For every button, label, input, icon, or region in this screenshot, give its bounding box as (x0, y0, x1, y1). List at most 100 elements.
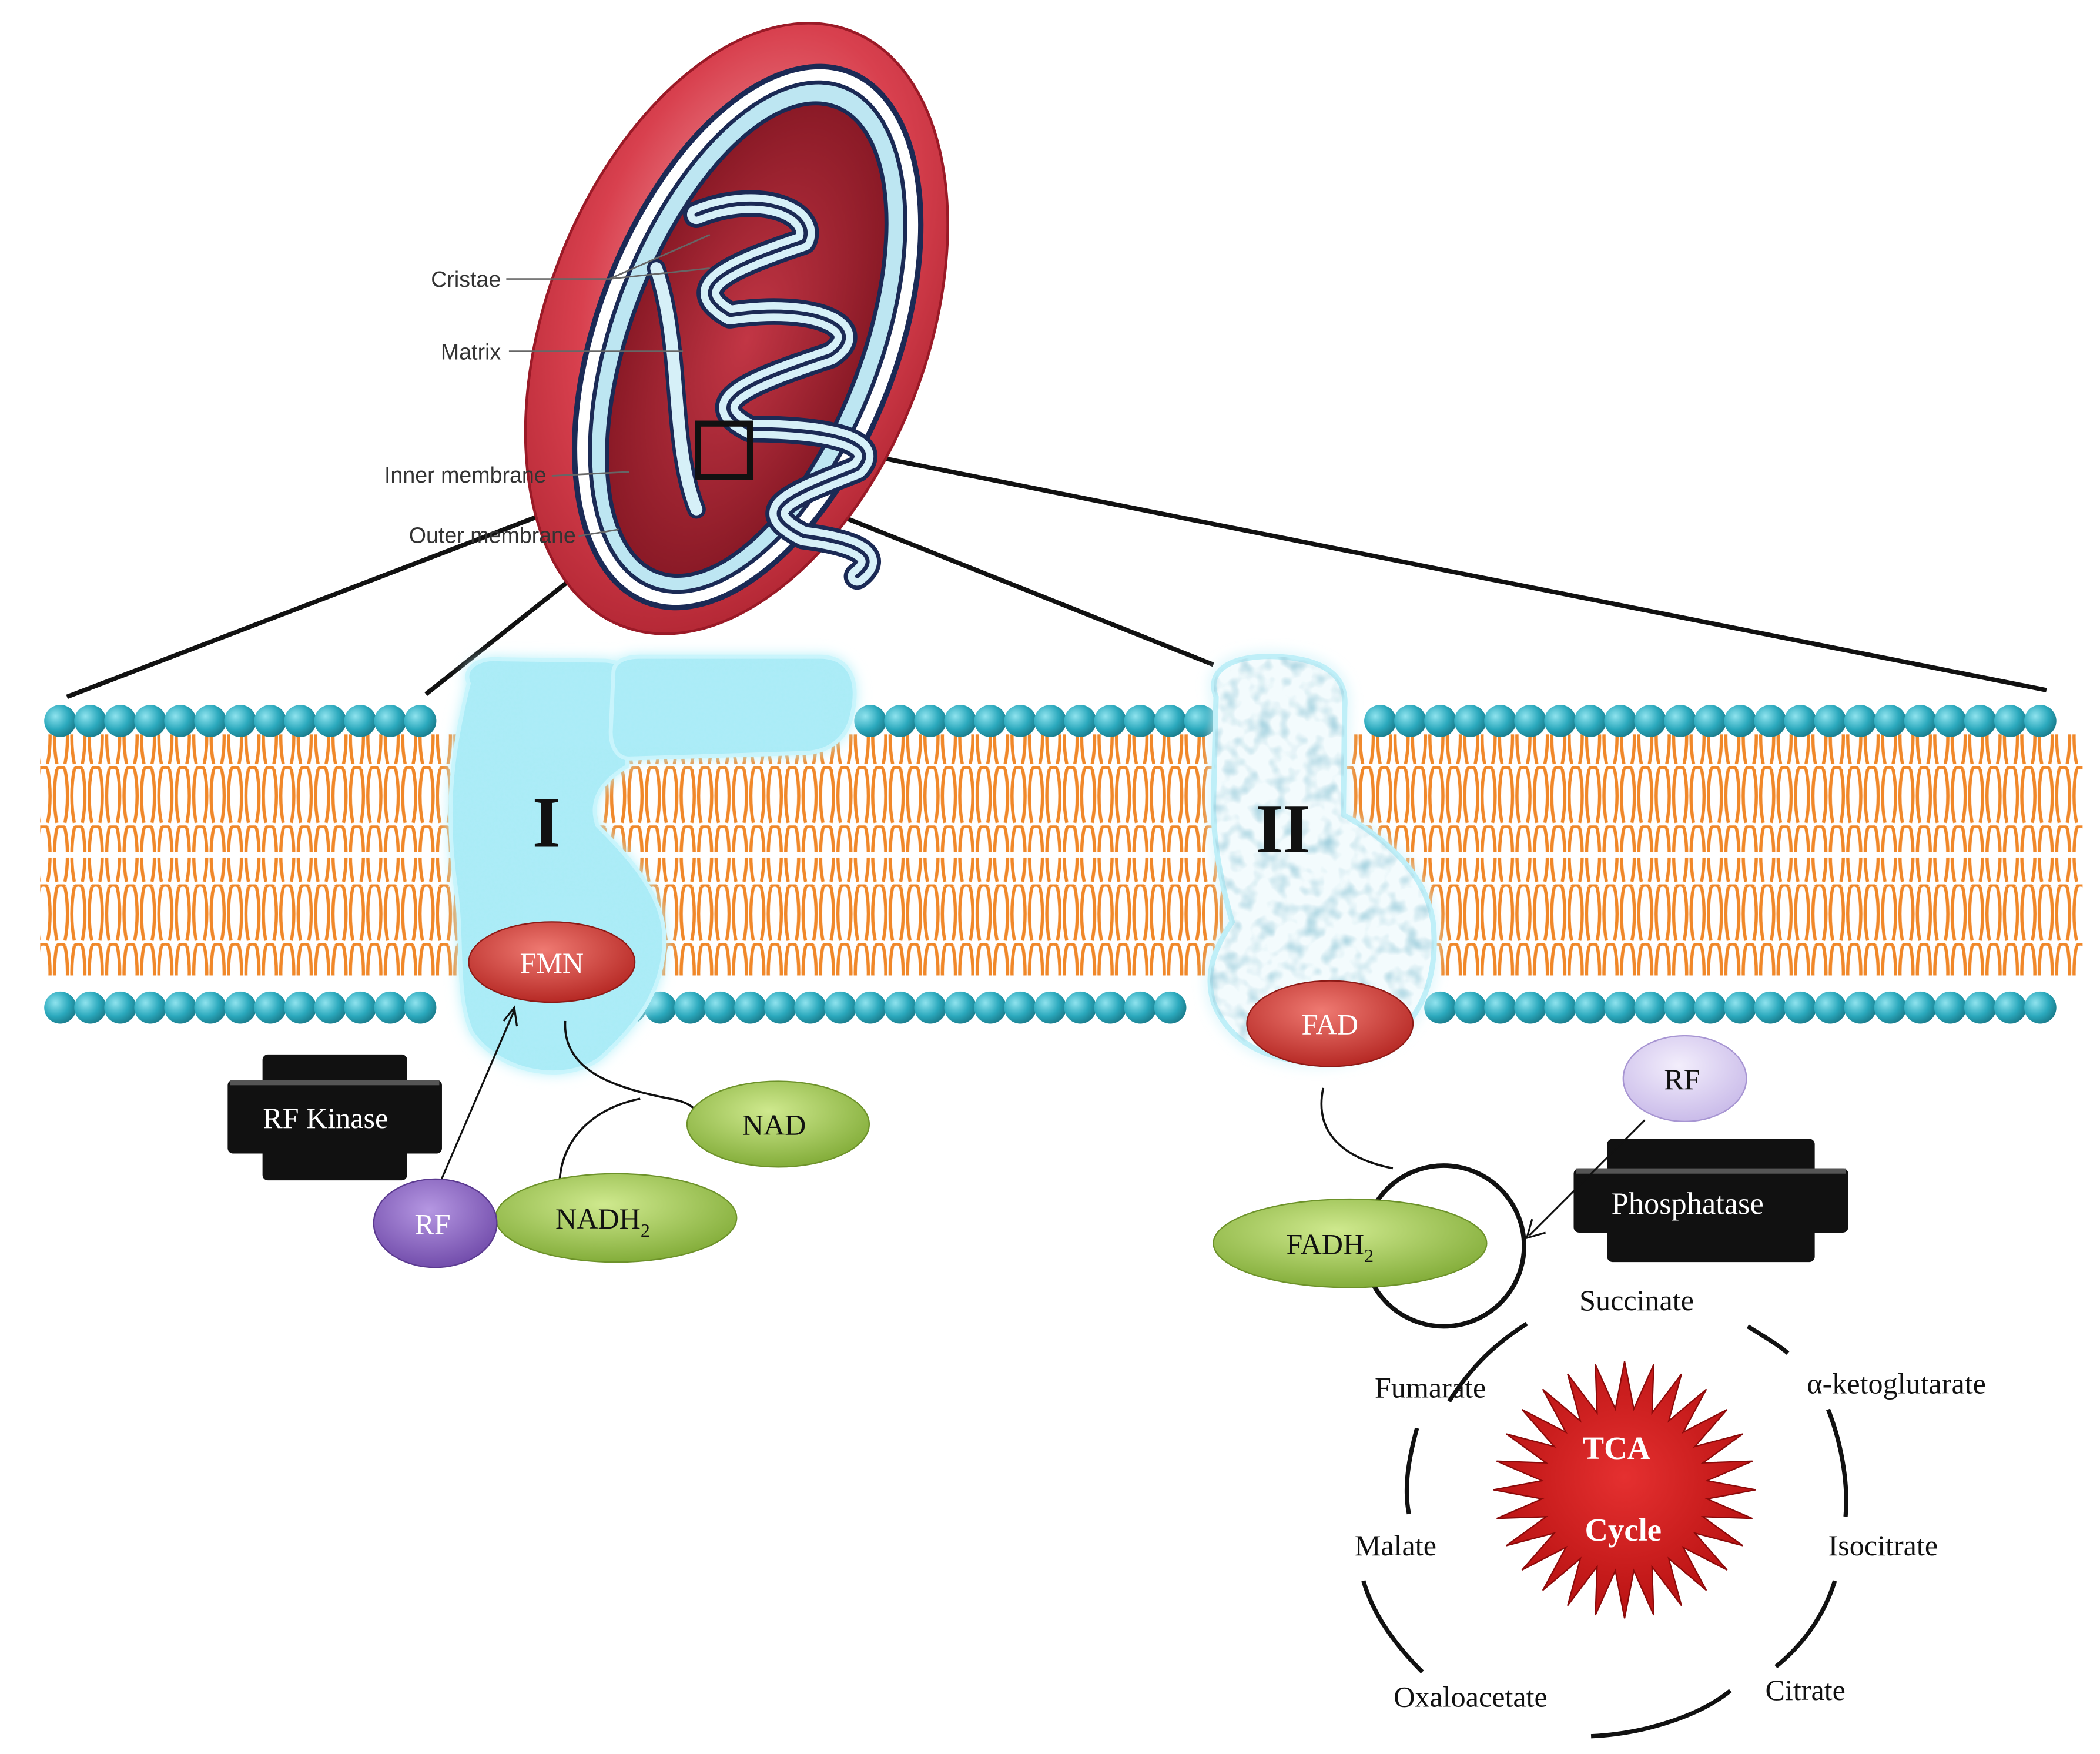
lipid-head (314, 705, 347, 737)
lipid-head (1994, 991, 2027, 1024)
lipid-head (944, 705, 977, 737)
lipid-head (1694, 705, 1727, 737)
right-pathway: Phosphatase RF FADH2 (1213, 1035, 1848, 1329)
lipid-head (1124, 705, 1157, 737)
fad-label: FAD (1301, 1008, 1358, 1041)
lipid-head (1694, 991, 1727, 1024)
lipid-head (2024, 991, 2057, 1024)
complex-2-numeral: II (1256, 790, 1310, 868)
lipid-head (344, 705, 377, 737)
metabolite-citrate: Citrate (1765, 1673, 1845, 1706)
lipid-head (1784, 705, 1817, 737)
lipid-head (134, 705, 167, 737)
lipid-head (194, 705, 227, 737)
lipid-tails-top (40, 734, 2083, 852)
lipid-head (284, 705, 317, 737)
lipid-head (644, 991, 676, 1024)
lipid-head (1544, 705, 1577, 737)
metabolite-succinate: Succinate (1579, 1284, 1694, 1317)
lipid-head (704, 991, 736, 1024)
lipid-head (1994, 705, 2027, 737)
metabolite-ketoglutarate: α-ketoglutarate (1807, 1367, 1986, 1400)
lipid-head (1544, 991, 1577, 1024)
lipid-head (1094, 705, 1127, 737)
lipid-head (944, 991, 977, 1024)
tca-ring (1361, 1321, 1848, 1739)
lipid-head (1724, 991, 1757, 1024)
label-cristae: Cristae (431, 267, 501, 292)
lipid-head (1064, 705, 1097, 737)
lipid-head (1604, 991, 1637, 1024)
lipid-head (1964, 991, 1997, 1024)
lipid-head (1754, 991, 1787, 1024)
lipid-head (1964, 705, 1997, 737)
lipid-head (1814, 991, 1847, 1024)
lipid-head (1784, 991, 1817, 1024)
fmn-label: FMN (520, 946, 584, 979)
tca-center-line1: TCA (1583, 1430, 1651, 1466)
lipid-head (1904, 991, 1937, 1024)
lipid-tails-bottom (40, 857, 2083, 976)
lipid-head (1004, 991, 1037, 1024)
metabolite-isocitrate: Isocitrate (1828, 1529, 1938, 1562)
rf-oval-left: RF (373, 1178, 498, 1268)
lipid-heads-top (44, 705, 2057, 737)
phosphatase-label: Phosphatase (1612, 1187, 1764, 1221)
lipid-head (1814, 705, 1847, 737)
lipid-head (2024, 705, 2057, 737)
lipid-head (44, 705, 76, 737)
lipid-head (884, 705, 917, 737)
lipid-head (254, 991, 287, 1024)
lipid-head (194, 991, 227, 1024)
lipid-head (314, 991, 347, 1024)
lipid-head (1724, 705, 1757, 737)
rf-oval-right: RF (1622, 1035, 1747, 1123)
tca-starburst (1493, 1361, 1756, 1619)
lipid-head (1154, 991, 1187, 1024)
lipid-head (44, 991, 76, 1024)
zoom-lines (66, 429, 2047, 699)
lipid-head (1154, 705, 1187, 737)
lipid-head (224, 705, 257, 737)
lipid-head (1454, 705, 1486, 737)
lipid-head (1184, 705, 1217, 737)
lipid-head (1514, 991, 1546, 1024)
lipid-head (404, 991, 437, 1024)
lipid-head (974, 991, 1007, 1024)
label-outer-membrane: Outer membrane (409, 523, 576, 547)
lipid-head (794, 991, 826, 1024)
lipid-head (764, 991, 796, 1024)
lipid-head (134, 991, 167, 1024)
zoom-box (695, 420, 753, 480)
rf-label-right: RF (1664, 1063, 1700, 1096)
lipid-head (1394, 705, 1426, 737)
metabolite-fumarate: Fumarate (1375, 1371, 1486, 1404)
lipid-head (914, 705, 947, 737)
fad-oval: FAD (1246, 980, 1414, 1067)
lipid-head (1844, 705, 1877, 737)
lipid-head (1574, 705, 1607, 737)
lipid-head (1124, 991, 1157, 1024)
lipid-head (104, 991, 136, 1024)
tca-cycle: TCA Cycle Succinate α-ketoglutarate Isoc… (1355, 1284, 1986, 1739)
lipid-head (1634, 705, 1667, 737)
lipid-head (1874, 991, 1907, 1024)
lipid-head (1004, 705, 1037, 737)
lipid-head (1424, 705, 1456, 737)
lipid-head (1634, 991, 1667, 1024)
rf-kinase-block: RF Kinase (227, 1054, 442, 1181)
lipid-head (404, 705, 437, 737)
lipid-head (1904, 705, 1937, 737)
nadh2-label: NADH2 (555, 1202, 650, 1241)
lipid-head (1034, 705, 1067, 737)
nadh-nad-curve (558, 1020, 698, 1179)
lipid-head (1844, 991, 1877, 1024)
lipid-head (1754, 705, 1787, 737)
mito-label-lines (506, 234, 711, 537)
lipid-head (854, 991, 887, 1024)
lipid-heads-bottom (44, 991, 2057, 1024)
lipid-head (1484, 991, 1516, 1024)
metabolite-oxaloacetate: Oxaloacetate (1394, 1681, 1548, 1713)
lipid-head (284, 991, 317, 1024)
lipid-head (374, 991, 407, 1024)
